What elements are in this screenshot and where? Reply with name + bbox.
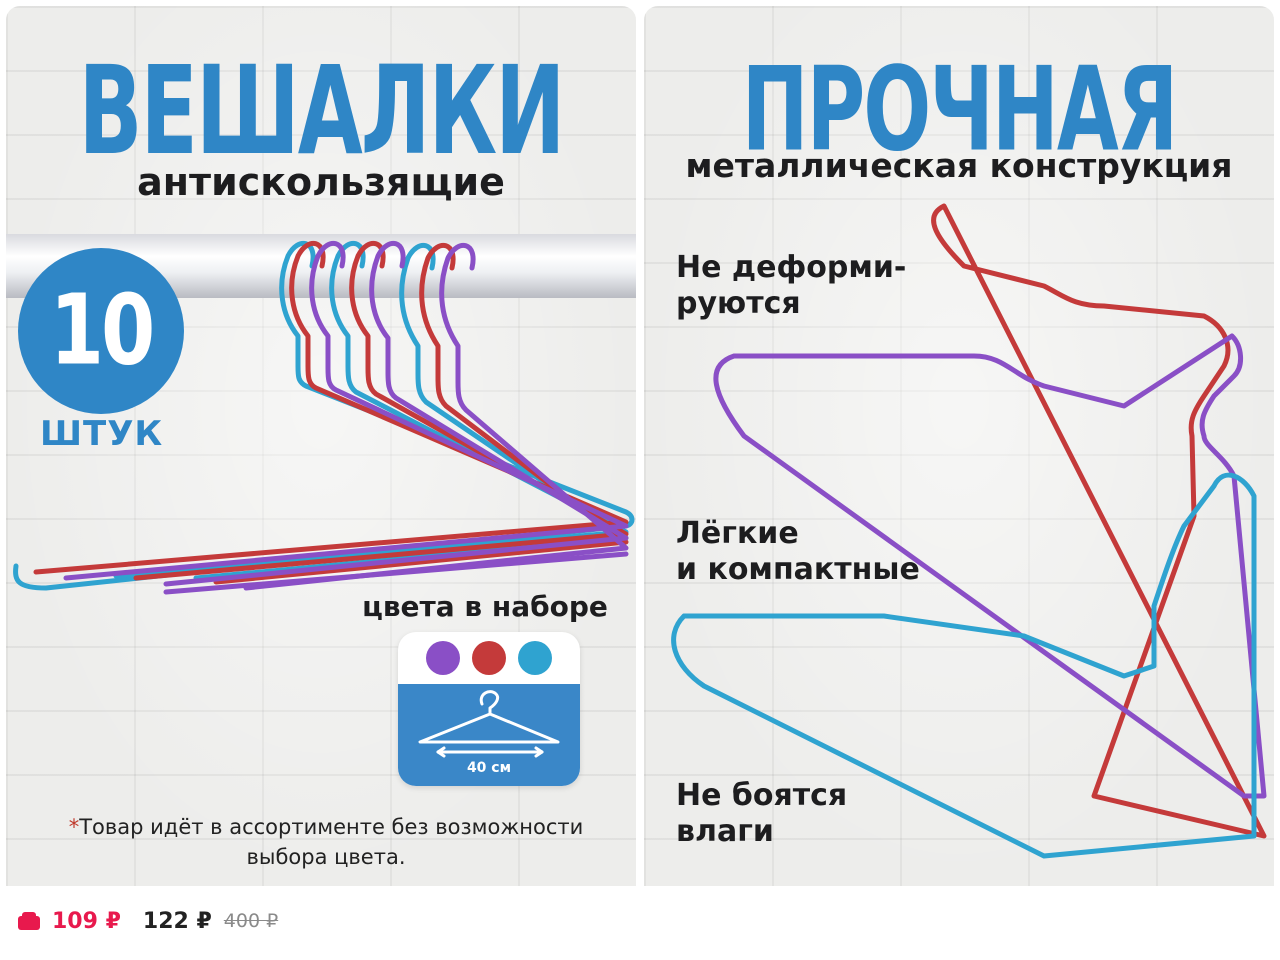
feature-waterproof: Не боятся влаги <box>676 778 848 849</box>
feature-compact: Лёгкие и компактные <box>676 516 920 587</box>
wallet-icon <box>18 912 40 930</box>
colors-label: цвета в наборе <box>362 590 608 623</box>
feature-durable: Не деформи- руются <box>676 250 907 321</box>
footnote-star: * <box>68 815 80 839</box>
color-swatch-blue <box>518 641 552 675</box>
large-hangers-illustration <box>671 203 1267 859</box>
size-panel: 40 см <box>398 684 580 786</box>
strength-title: ПРОЧНАЯ <box>741 42 1179 177</box>
footnote-text: Товар идёт в ассортименте без возможност… <box>79 815 584 869</box>
quantity-number: 10 <box>49 274 156 388</box>
colors-card: 40 см <box>398 632 580 786</box>
current-price: 122 ₽ <box>142 908 212 934</box>
sale-price: 109 ₽ <box>52 908 121 934</box>
price-bar: 109 ₽ 122 ₽ 400 ₽ <box>18 904 278 938</box>
color-swatch-red <box>472 641 506 675</box>
size-label: 40 см <box>466 760 512 776</box>
strength-subtitle: металлическая конструкция <box>685 146 1233 185</box>
color-swatch-purple <box>426 641 460 675</box>
product-subtitle: антискользящие <box>137 160 505 204</box>
quantity-badge: 10 <box>18 248 184 414</box>
quantity-unit: ШТУК <box>40 414 164 454</box>
product-title: ВЕШАЛКИ <box>78 40 566 183</box>
product-image-card-right[interactable]: ПРОЧНАЯ металлическая конструкция Не деф… <box>644 6 1274 886</box>
product-image-card-left[interactable]: ВЕШАЛКИ антискользящие 10 ШТУК <box>6 6 636 886</box>
old-price: 400 ₽ <box>223 910 279 932</box>
hanger-icon <box>418 690 560 758</box>
footnote: *Товар идёт в ассортименте без возможнос… <box>66 812 586 872</box>
hangers-illustration <box>13 240 635 595</box>
